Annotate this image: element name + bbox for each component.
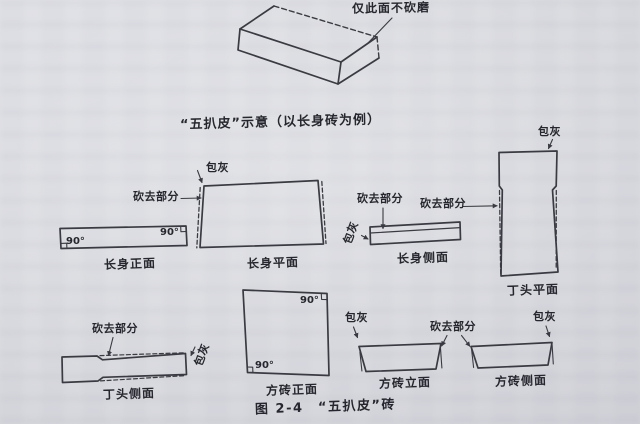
- kanqu-leader-line: [441, 334, 448, 347]
- changshen-front-drawing: [59, 225, 188, 250]
- changshen-plane-drawing: [180, 169, 327, 249]
- caption-dingtou-plane: 丁头平面: [506, 282, 560, 298]
- caption-dingtou-side: 丁头侧面: [102, 386, 156, 402]
- baohui-arrow: [545, 325, 551, 338]
- baohui-arrow: [190, 346, 196, 357]
- baohui-label-changshen-plane: 包灰: [206, 161, 229, 174]
- kanqu-label-dingtou-plane: 砍去部分: [420, 197, 466, 210]
- dingtou-plane-drawing: [462, 138, 559, 277]
- baohui-arrow: [196, 169, 203, 184]
- changshen-side-drawing: [360, 207, 462, 246]
- angle-label-fangzhuan-bottom-left: 90°: [255, 360, 274, 371]
- dingtou-side-drawing: [61, 336, 196, 384]
- kanqu-leader-line: [460, 334, 471, 347]
- right-angle-mark: [180, 225, 187, 233]
- caption-fangzhuan-side: 方砖侧面: [494, 373, 548, 389]
- caption-fangzhuan-front: 方砖正面: [265, 382, 319, 398]
- kanqu-label-changshen-side: 砍去部分: [357, 192, 403, 205]
- right-angle-mark: [320, 293, 328, 301]
- angle-label-changshen-front-left: 90°: [66, 236, 85, 247]
- baohui-label-dingtou-plane: 包灰: [538, 125, 561, 138]
- kanqu-label-fangzhuan-bottom: 砍去部分: [430, 320, 476, 333]
- kanqu-leader-line: [462, 203, 498, 209]
- caption-fangzhuan-elev: 方砖立面: [378, 375, 432, 391]
- baohui-arrow: [360, 234, 369, 240]
- fangzhuan-elev-drawing: [352, 326, 443, 373]
- angle-label-fangzhuan-top-right: 90°: [300, 295, 319, 306]
- kanqu-label-dingtou-side: 砍去部分: [92, 322, 138, 335]
- right-angle-mark: [246, 366, 254, 374]
- baohui-arrow: [547, 138, 554, 150]
- baohui-label-fangzhuan-side: 包灰: [533, 310, 556, 323]
- caption-changshen-front: 长身正面: [103, 256, 157, 272]
- baohui-label-fangzhuan-elev: 包灰: [345, 311, 368, 324]
- fangzhuan-side-drawing: [441, 325, 554, 369]
- baohui-arrow: [352, 326, 359, 339]
- brick-3d-drawing: [237, 5, 393, 85]
- caption-changshen-side: 长身侧面: [396, 250, 450, 266]
- top-note-label: 仅此面不砍磨: [351, 0, 431, 16]
- fangzhuan-front-drawing: [242, 289, 330, 377]
- top-note-leader-line: [367, 17, 393, 44]
- kanqu-leader-line: [107, 336, 114, 357]
- caption-changshen-plane: 长身平面: [246, 255, 300, 271]
- kanqu-leader-line: [180, 195, 202, 201]
- kanqu-label-changshen-plane: 砍去部分: [133, 190, 179, 203]
- angle-label-changshen-front-right: 90°: [160, 227, 179, 238]
- right-angle-mark: [60, 242, 68, 249]
